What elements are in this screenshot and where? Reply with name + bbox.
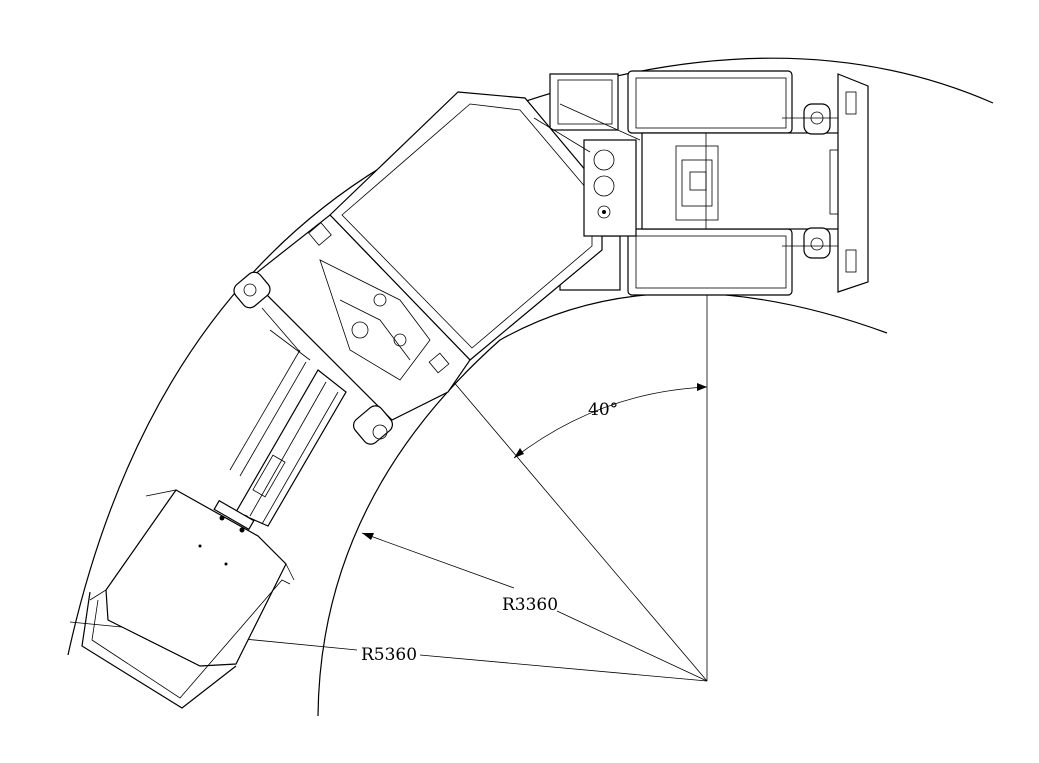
upper-structure [233, 91, 641, 445]
inner-radius-label: R3360 [502, 595, 558, 615]
arrow-angle-right [697, 383, 707, 391]
boom-arm [226, 349, 347, 527]
outer-radius-label: R5360 [361, 645, 417, 665]
inner-radius-line-2 [556, 610, 708, 682]
inner-radius-line [361, 532, 515, 589]
arrow-inner-radius [362, 533, 374, 540]
angle-label: 40° [588, 400, 618, 420]
inner-swing-arc [317, 292, 888, 717]
rotated-centerline [451, 379, 708, 682]
arrow-angle-left [514, 448, 524, 458]
undercarriage [549, 70, 869, 296]
outer-radius-line-2 [419, 654, 708, 682]
angle-arc [513, 386, 708, 459]
bucket [81, 489, 295, 709]
